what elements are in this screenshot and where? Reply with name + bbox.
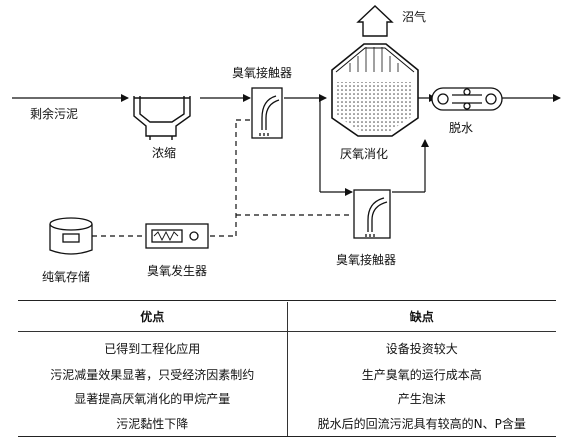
disadvantages-header: 缺点 <box>287 302 556 333</box>
ozone-generator <box>145 223 209 249</box>
table-row: 已得到工程化应用 设备投资较大 <box>18 331 556 362</box>
table-header-row: 优点 缺点 <box>18 302 556 333</box>
table-row: 显著提高厌氧消化的甲烷产量 产生泡沫 <box>18 386 556 412</box>
ozone-dashed-lines <box>92 119 352 237</box>
oxygen-storage-tank <box>49 217 93 255</box>
table-row: 污泥减量效果显著，只受经济因素制约 生产臭氧的运行成本高 <box>18 361 556 387</box>
advantage-cell: 已得到工程化应用 <box>18 331 288 362</box>
dewatering-label: 脱水 <box>449 121 474 135</box>
advantages-header: 优点 <box>18 302 288 333</box>
recirculation-line <box>319 98 429 196</box>
ozone-contactor-top-label: 臭氧接触器 <box>232 66 293 80</box>
anaerobic-digestion-label: 厌氧消化 <box>340 147 389 161</box>
thickener-tank <box>133 96 191 140</box>
ozone-contactor-bottom-label: 臭氧接触器 <box>336 253 397 267</box>
ozone-generator-label: 臭氧发生器 <box>147 264 208 278</box>
ozone-contactor-bottom <box>353 189 391 239</box>
oxygen-storage-label: 纯氧存储 <box>42 270 91 284</box>
dewatering-belt-press <box>431 87 503 111</box>
biogas-arrow-icon <box>356 5 394 37</box>
ozone-contactor-top <box>251 87 283 139</box>
disadvantage-cell: 设备投资较大 <box>385 342 458 357</box>
anaerobic-digester <box>331 43 419 137</box>
table-top-rule <box>18 300 556 301</box>
disadvantage-cell: 产生泡沫 <box>397 392 446 407</box>
sludge-inlet-label: 剩余污泥 <box>30 107 79 121</box>
table-bottom-rule <box>18 436 556 437</box>
advantage-cell: 显著提高厌氧消化的甲烷产量 <box>18 386 288 412</box>
process-flow-diagram <box>12 5 561 255</box>
advantage-cell: 污泥减量效果显著，只受经济因素制约 <box>18 361 288 387</box>
biogas-label: 沼气 <box>402 10 427 24</box>
table-row: 污泥黏性下降 脱水后的回流污泥具有较高的N、P含量 <box>18 411 556 436</box>
advantage-cell: 污泥黏性下降 <box>18 411 288 436</box>
thickening-label: 浓缩 <box>152 146 177 160</box>
disadvantage-cell: 生产臭氧的运行成本高 <box>361 367 482 382</box>
pros-cons-table: 优点 缺点 已得到工程化应用 设备投资较大 污泥减量效果显著，只受经济因素制约 … <box>18 302 556 436</box>
disadvantage-cell: 脱水后的回流污泥具有较高的N、P含量 <box>317 417 526 432</box>
